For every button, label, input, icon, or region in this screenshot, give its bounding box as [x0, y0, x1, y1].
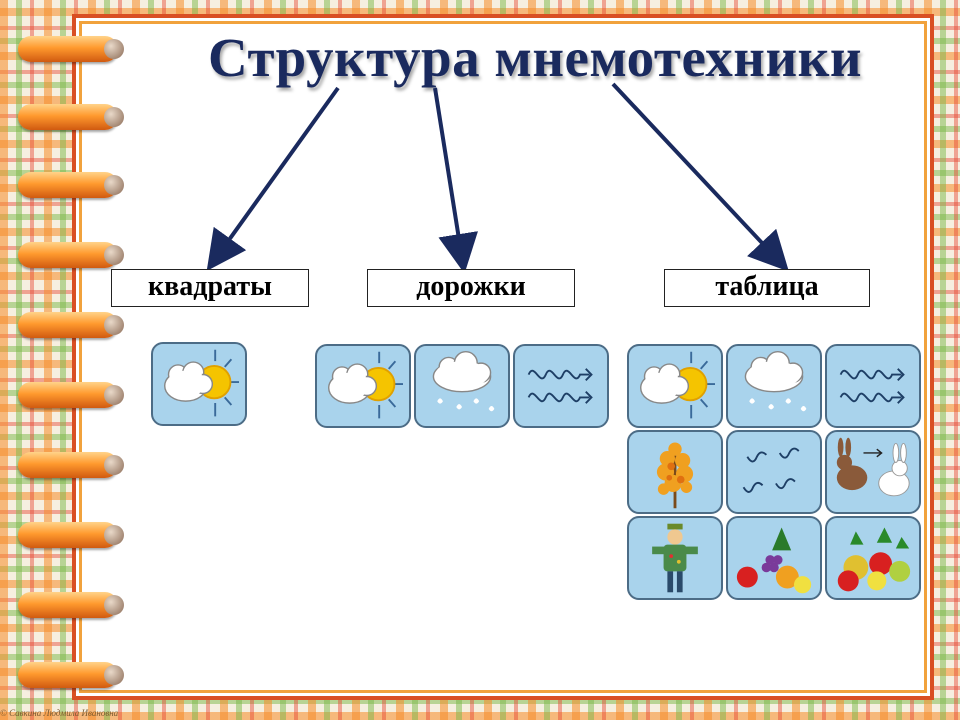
rain-cloud-icon	[414, 344, 510, 428]
binder-ring-icon	[18, 36, 124, 62]
wind-icon	[513, 344, 609, 428]
binder-ring-icon	[18, 522, 124, 548]
fruits-icon	[825, 516, 921, 600]
wind-icon	[825, 344, 921, 428]
binder-ring-icon	[18, 452, 124, 478]
sun-cloud-icon	[627, 344, 723, 428]
slide-title: Структура мнемотехники	[207, 27, 863, 88]
binder-ring-icon	[18, 662, 124, 688]
hare-icon	[825, 430, 921, 514]
binder-ring-icon	[18, 242, 124, 268]
label-squares: квадраты	[111, 269, 309, 307]
binder-ring-icon	[18, 172, 124, 198]
binder-ring-icon	[18, 592, 124, 618]
binder-ring-icon	[18, 382, 124, 408]
footer-credit: © Савкина Людмила Ивановна	[0, 708, 119, 718]
label-tracks: дорожки	[367, 269, 575, 307]
autumn-tree-icon	[627, 430, 723, 514]
binder-ring-icon	[18, 104, 124, 130]
scarecrow-icon	[627, 516, 723, 600]
binder-ring-icon	[18, 312, 124, 338]
rain-cloud-icon	[726, 344, 822, 428]
sun-cloud-icon	[151, 342, 247, 426]
vegetables-icon	[726, 516, 822, 600]
sun-cloud-icon	[315, 344, 411, 428]
birds-icon	[726, 430, 822, 514]
label-table: таблица	[664, 269, 870, 307]
